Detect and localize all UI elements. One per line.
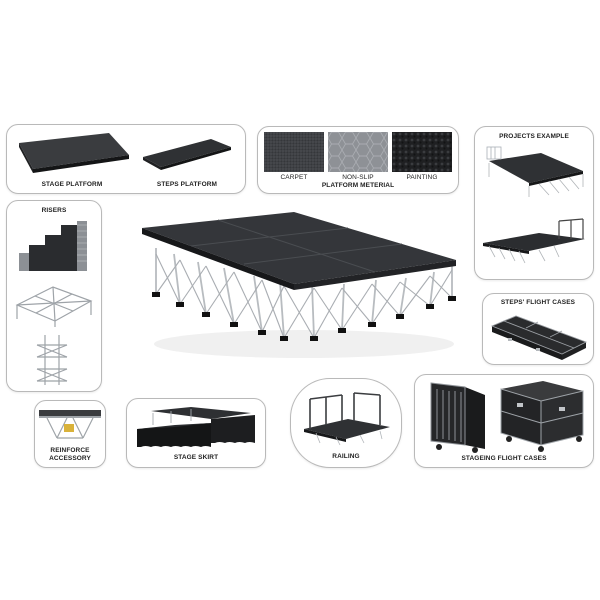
stage-skirt-label: STAGE SKIRT: [173, 454, 219, 461]
reinforce-label-line1: REINFORCE: [50, 447, 90, 454]
main-stage-image: [142, 212, 456, 358]
projects-example-label: PROJECTS EXAMPLE: [499, 133, 569, 140]
staging-flight-cases-label: STAGEING FLIGHT CASES: [461, 455, 547, 462]
non-slip-label: NON-SLIP: [342, 174, 374, 181]
painting-label: PAINTING: [406, 174, 438, 181]
risers-panel: RISERS: [6, 200, 102, 392]
flight-case-closed-image: [500, 381, 584, 452]
stage-skirt-image: [137, 407, 255, 447]
steps-platform-label: STEPS PLATFORM: [156, 181, 218, 188]
flight-case-open-image: [430, 382, 485, 453]
carpet-swatch: [264, 132, 324, 172]
carpet-label: CARPET: [280, 174, 308, 181]
stage-skirt-panel: STAGE SKIRT: [126, 398, 266, 468]
railing-image: [304, 392, 390, 446]
platform-material-panel: CARPET NON-SLIP PAINTING PLATFORM METERI…: [257, 126, 459, 194]
steps-flight-cases-label: STEPS' FLIGHT CASES: [500, 299, 576, 306]
staging-flight-cases-panel: STAGEING FLIGHT CASES: [414, 374, 594, 468]
steps-flight-case-image: [490, 315, 588, 360]
stage-steps-panel: STAGE PLATFORM STEPS PLATFORM: [6, 124, 246, 194]
railing-label: RAILING: [332, 453, 360, 460]
projects-example-panel: PROJECTS EXAMPLE: [474, 126, 594, 280]
stage-platform-image: [19, 133, 129, 173]
riser-frame-image: [15, 286, 93, 327]
stage-platform-label: STAGE PLATFORM: [41, 181, 103, 188]
steps-platform-image: [143, 139, 231, 170]
reinforce-accessory-panel: REINFORCE ACCESSORY: [34, 400, 106, 468]
project-example-stage-1: [486, 146, 584, 197]
steps-flight-cases-panel: STEPS' FLIGHT CASES: [482, 293, 594, 365]
project-example-stage-2: [483, 218, 585, 264]
riser-folded-image: [36, 335, 68, 385]
riser-stack-image: [19, 221, 87, 271]
risers-label: RISERS: [41, 207, 67, 214]
painting-swatch: [392, 132, 452, 172]
reinforce-accessory-image: [39, 410, 101, 439]
reinforce-label-line2: ACCESSORY: [49, 455, 91, 462]
railing-panel: RAILING: [290, 378, 402, 468]
non-slip-swatch: [328, 132, 388, 172]
platform-material-label: PLATFORM METERIAL: [321, 182, 395, 189]
